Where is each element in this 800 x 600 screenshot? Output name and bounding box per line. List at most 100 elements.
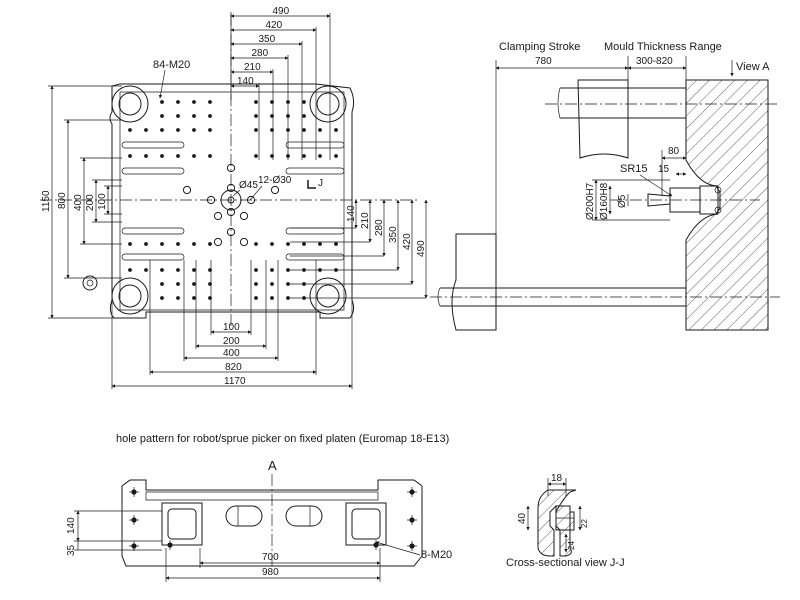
tapped-hole	[128, 128, 132, 132]
dim-label: 100	[223, 322, 240, 333]
tapped-hole	[144, 242, 148, 246]
dim-d200: Ø200H7	[585, 182, 596, 220]
dim-140: 140	[66, 517, 77, 534]
ejector-hole	[213, 211, 223, 221]
dim-label: 820	[225, 362, 242, 373]
tapped-hole	[286, 296, 290, 300]
bolt-hole	[165, 540, 175, 550]
tapped-hole	[192, 114, 196, 118]
tapped-hole	[286, 268, 290, 272]
tapped-hole	[270, 296, 274, 300]
tapped-hole	[270, 242, 274, 246]
dim-label: 100	[97, 193, 108, 210]
leader-8-m20	[375, 541, 421, 556]
bottom-top-rail	[145, 491, 379, 501]
dim-label: 1150	[41, 190, 52, 212]
leader-d30	[249, 185, 263, 201]
tie-bar-boss-tl	[111, 85, 149, 123]
side-view: Clamping Stroke Mould Thickness Range 78…	[430, 41, 780, 331]
ejector-hole	[239, 237, 249, 247]
tapped-hole	[160, 242, 164, 246]
tie-bar-hole-br	[316, 284, 340, 308]
platen-outline	[109, 83, 355, 319]
bolt-hole	[129, 541, 139, 551]
bolt-lower	[714, 206, 722, 214]
dim-label: 400	[73, 194, 84, 211]
tapped-hole	[208, 154, 212, 158]
tapped-hole	[318, 128, 322, 132]
tapped-hole	[128, 154, 132, 158]
tapped-hole	[302, 128, 306, 132]
pocket-left-inner	[167, 508, 197, 540]
tapped-hole	[286, 242, 290, 246]
dim-label: 200	[85, 194, 96, 211]
tapped-hole	[176, 296, 180, 300]
tapped-hole	[192, 296, 196, 300]
tapped-hole	[270, 268, 274, 272]
tapped-hole	[208, 128, 212, 132]
dim-label: 350	[388, 226, 399, 243]
tapped-hole	[302, 242, 306, 246]
front-view-platen: J	[40, 14, 420, 330]
clamping-stroke-label: Clamping Stroke	[499, 41, 580, 53]
tapped-hole	[176, 114, 180, 118]
center-slot-right	[285, 505, 323, 527]
dim-label: 140	[346, 205, 357, 222]
tapped-hole	[302, 100, 306, 104]
label-84-m20: 84-M20	[153, 59, 190, 71]
tapped-hole	[254, 114, 258, 118]
tapped-hole	[270, 282, 274, 286]
t-slots	[121, 141, 345, 261]
dim-label: 280	[252, 48, 269, 59]
robot-pattern-caption: hole pattern for robot/sprue picker on f…	[116, 433, 449, 445]
clamping-stroke-value: 780	[535, 56, 552, 67]
label-12-d30: 12-Ø30	[258, 175, 292, 186]
dim-980: 980	[262, 567, 279, 578]
dim-24: 24	[567, 541, 576, 550]
moving-platen-block	[577, 79, 629, 159]
view-a-marker: A	[268, 458, 277, 473]
bolt-hole	[371, 540, 381, 550]
tapped-hole	[128, 242, 132, 246]
tapped-hole	[176, 154, 180, 158]
dim-80: 80	[668, 146, 680, 157]
tapped-hole	[318, 242, 322, 246]
tie-bar-upper-break	[557, 87, 561, 119]
bottom-view: A 140 35 700 980 8-M20	[66, 458, 452, 582]
tapped-hole	[192, 154, 196, 158]
sr15-label: SR15	[620, 163, 648, 175]
nozzle-tip	[647, 193, 671, 207]
section-caption: Cross-sectional view J-J	[506, 557, 625, 569]
dim-label: 200	[223, 336, 240, 347]
bolt-upper	[714, 186, 722, 194]
dim-label: 490	[273, 6, 290, 17]
bolt-hole	[407, 515, 417, 525]
tapped-hole	[208, 100, 212, 104]
leader-d45	[232, 189, 241, 197]
center-slot-left	[225, 505, 263, 527]
tapped-hole	[128, 268, 132, 272]
mould-thickness-label: Mould Thickness Range	[604, 41, 722, 53]
dim-label: 140	[237, 76, 254, 87]
dim-label: 210	[360, 212, 371, 229]
dim-40: 40	[517, 512, 528, 524]
ejector-boss	[82, 275, 98, 291]
tapped-hole	[302, 114, 306, 118]
pocket-right-outer	[345, 502, 387, 546]
view-a-label: View A	[736, 61, 770, 73]
section-j-j: 18 40 22 24 Cross-sectional view J-J	[506, 473, 625, 569]
tapped-hole	[192, 268, 196, 272]
tapped-hole	[176, 268, 180, 272]
tapped-hole	[254, 282, 258, 286]
tapped-hole	[144, 154, 148, 158]
tapped-hole	[254, 268, 258, 272]
tapped-hole	[254, 154, 258, 158]
tapped-hole	[302, 154, 306, 158]
dim-d5: Ø5	[617, 194, 628, 208]
mould-thickness-value: 300-820	[636, 56, 673, 67]
tapped-hole	[144, 128, 148, 132]
tapped-hole	[254, 242, 258, 246]
dim-35: 35	[66, 544, 77, 556]
